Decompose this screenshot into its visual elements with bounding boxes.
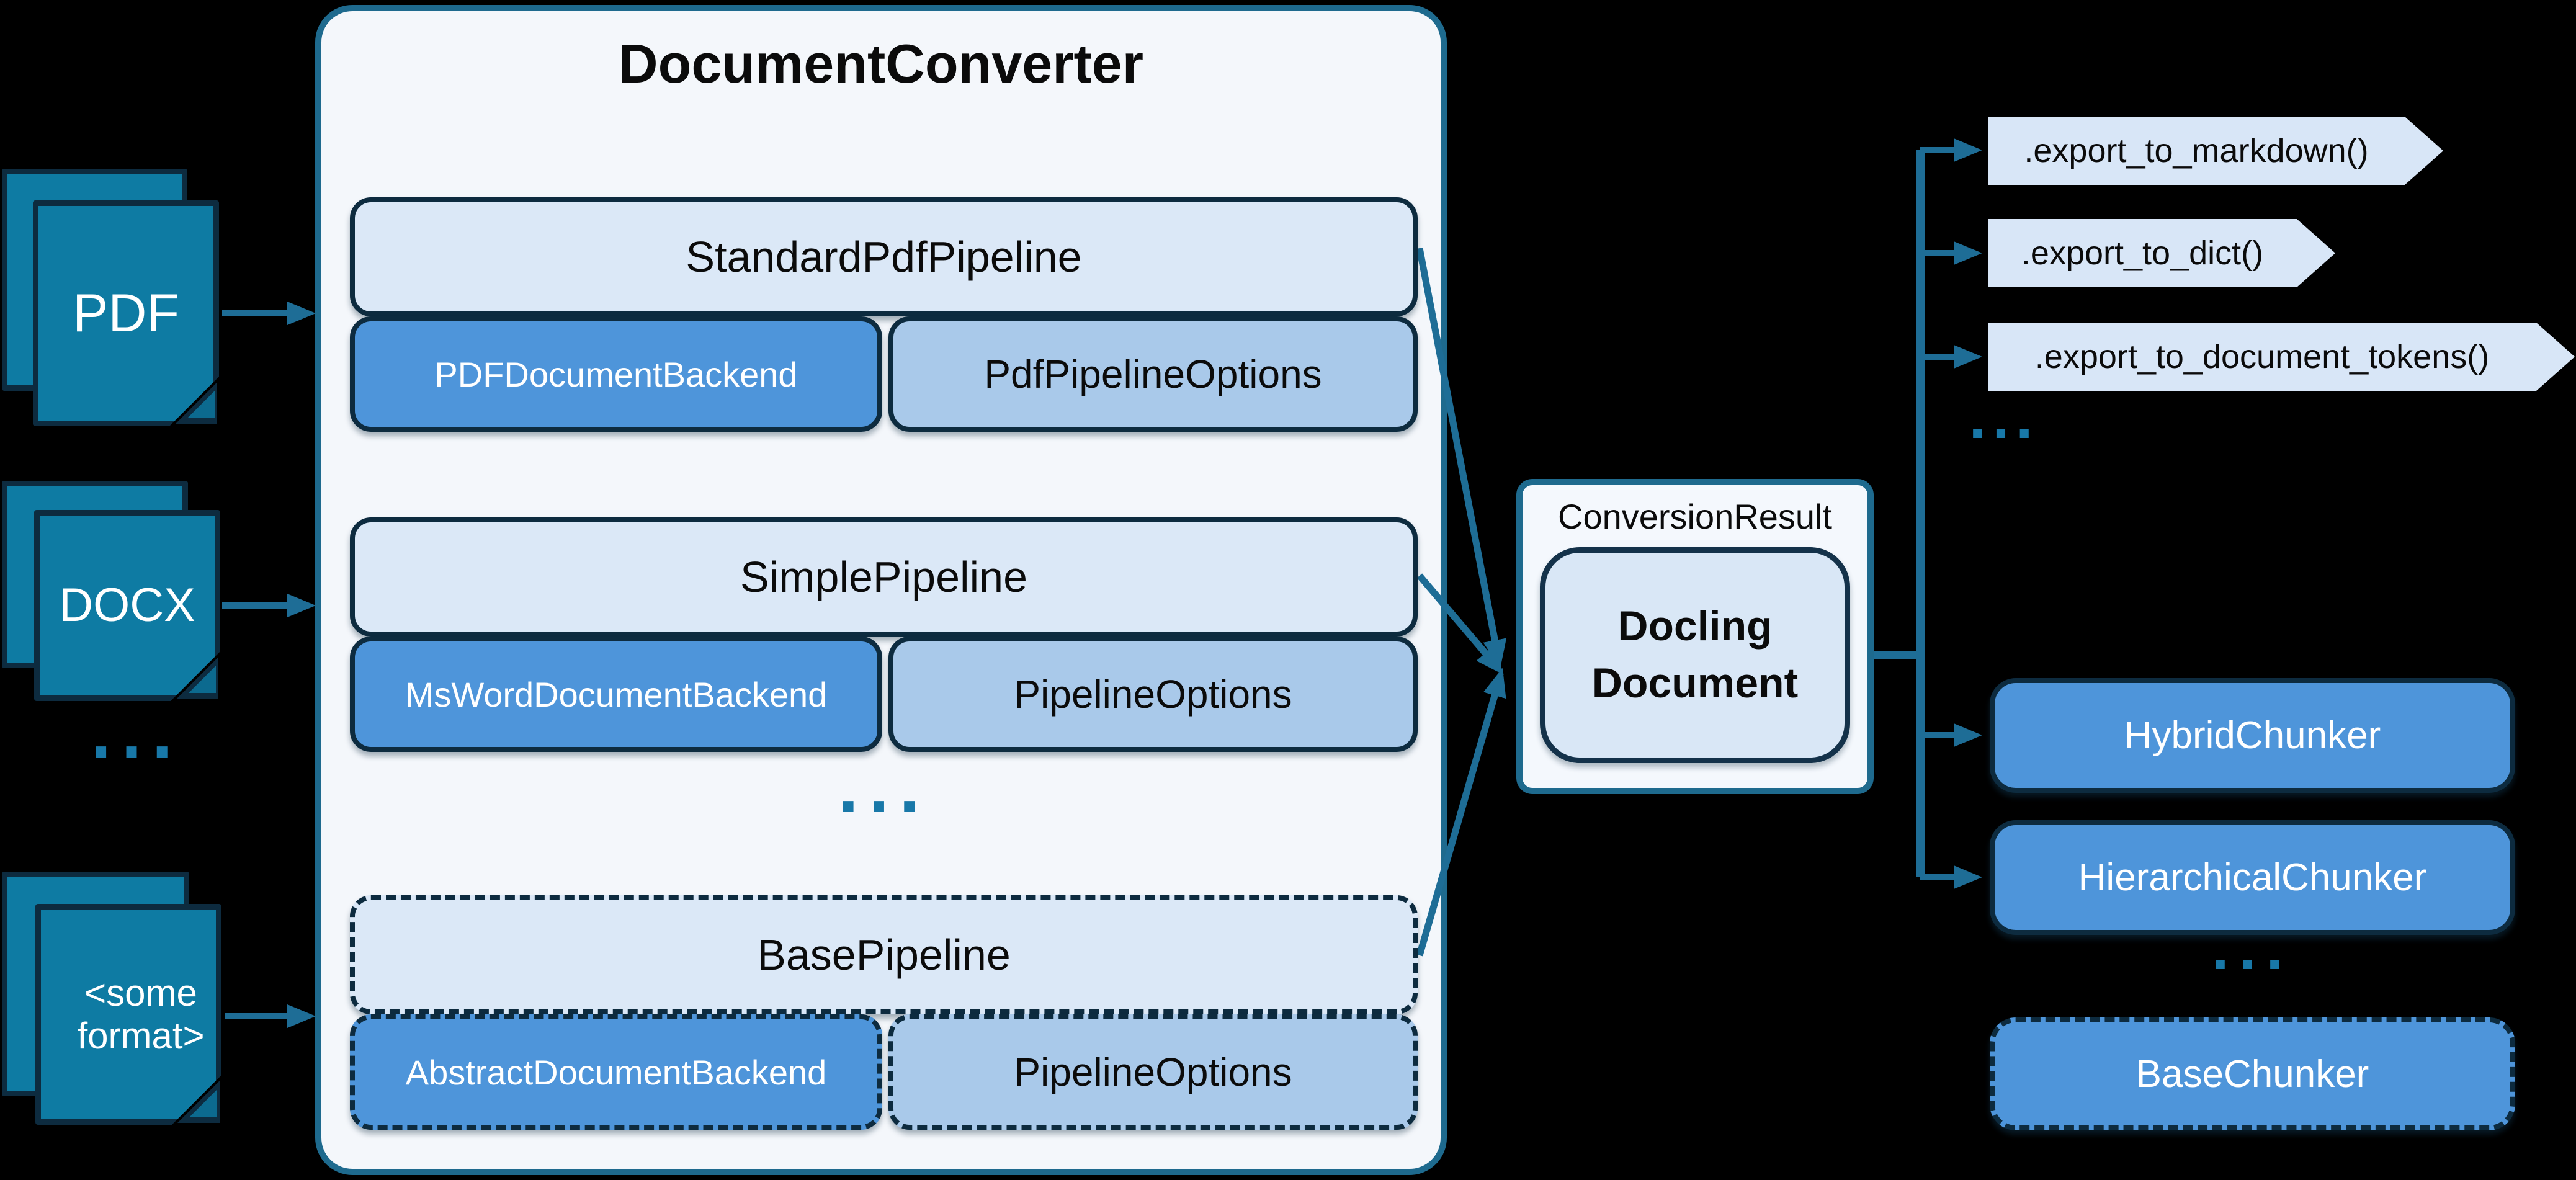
pipeline-header-simple: SimplePipeline bbox=[350, 517, 1418, 637]
backend-box-abstract: AbstractDocumentBackend bbox=[350, 1014, 882, 1130]
options-box-pdf: PdfPipelineOptions bbox=[888, 316, 1418, 432]
backend-box-pdf: PDFDocumentBackend bbox=[350, 316, 882, 432]
doc-page-front: PDF bbox=[33, 200, 219, 426]
chunker-base: BaseChunker bbox=[1990, 1017, 2515, 1130]
input-doc-some-format: <some format> bbox=[2, 872, 225, 1132]
input-arrows bbox=[222, 302, 316, 1028]
input-doc-pdf: PDF bbox=[2, 169, 225, 429]
chunker-hierarchical: HierarchicalChunker bbox=[1990, 820, 2515, 935]
docling-document-box: Docling Document bbox=[1540, 547, 1850, 763]
backend-box-msword: MsWordDocumentBackend bbox=[350, 637, 882, 752]
conversion-result-panel: ConversionResult Docling Document bbox=[1516, 479, 1874, 794]
input-doc-docx: DOCX bbox=[2, 481, 225, 707]
export-tag-dict: .export_to_dict() bbox=[1988, 219, 2335, 287]
page-fold-icon bbox=[187, 391, 215, 418]
chunker-hybrid: HybridChunker bbox=[1990, 678, 2515, 793]
doc-label-some-format: <some format> bbox=[77, 972, 205, 1057]
page-fold-icon bbox=[189, 666, 216, 693]
doc-page-front: DOCX bbox=[34, 510, 220, 701]
page-fold-icon bbox=[190, 1089, 217, 1117]
pipeline-header-standard-pdf: StandardPdfPipeline bbox=[350, 197, 1418, 316]
doc-page-front: <some format> bbox=[35, 904, 221, 1125]
export-tag-markdown: .export_to_markdown() bbox=[1988, 117, 2443, 185]
doc-label-docx: DOCX bbox=[59, 579, 195, 632]
pipeline-header-base: BasePipeline bbox=[350, 895, 1418, 1014]
inputs-ellipsis: ... bbox=[90, 691, 183, 774]
document-converter-title: DocumentConverter bbox=[619, 33, 1143, 94]
converter-ellipsis: ... bbox=[838, 745, 930, 828]
exports-ellipsis: ... bbox=[1969, 382, 2039, 452]
export-tag-document-tokens: .export_to_document_tokens() bbox=[1988, 323, 2575, 391]
conversion-result-label: ConversionResult bbox=[1558, 497, 1832, 536]
options-box-simple: PipelineOptions bbox=[888, 637, 1418, 752]
chunkers-ellipsis: ... bbox=[2211, 913, 2294, 983]
doc-label-pdf: PDF bbox=[73, 283, 179, 343]
pipeline-result-arrows bbox=[1416, 247, 1507, 957]
options-box-base: PipelineOptions bbox=[888, 1014, 1418, 1130]
